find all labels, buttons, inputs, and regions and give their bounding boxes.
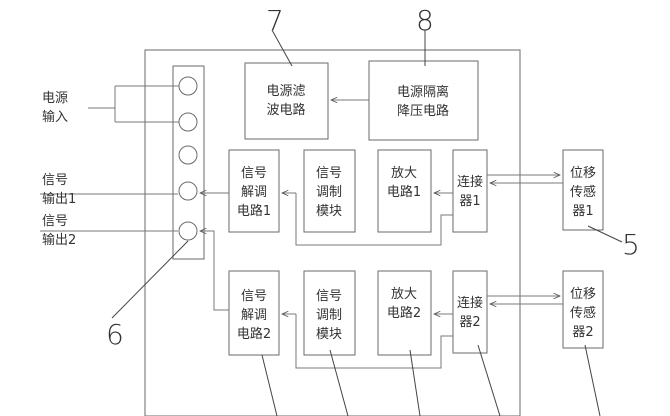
amp-1-label-l2: 电路1 [387,184,421,200]
amp-1-label-l1: 放大 [391,166,417,181]
terminal-2 [178,112,198,132]
power-input-label-l2: 输入 [42,109,68,125]
sensor-2-label-l2: 传感 [570,305,596,321]
ref-number-7: 7 [266,4,284,37]
amp-2-block [377,270,432,356]
filter-label-l2: 波电路 [266,102,305,118]
terminal-5 [178,221,198,241]
connector-1-label-l1: 连接 [457,174,483,190]
signal-output-2-label-l1: 信号 [42,214,68,229]
leader-lines [111,29,623,416]
amp-1-block [377,149,432,233]
demod-1-block [228,149,280,233]
sensor-1-block [562,149,604,231]
power-input-wiring [88,85,179,123]
connector-2-label-l1: 连接 [457,295,483,311]
sensor-1-label-l3: 器1 [572,204,593,219]
ref-number-6: 6 [106,318,124,351]
signal-output-1-label-l2: 输出1 [42,191,76,207]
amp-2-label-l1: 放大 [391,287,417,302]
mod-1-label-l3: 模块 [316,204,342,219]
signal-output-2-label-l2: 输出2 [42,232,76,248]
connector-1-block [452,149,488,233]
channel-1-wiring [200,175,563,246]
ref-number-8: 8 [416,4,434,37]
sensor-2-block [562,270,604,349]
mod-2-label-l1: 信号 [316,289,342,304]
demod-1-label-l1: 信号 [241,166,267,181]
terminal-1 [178,76,198,96]
sensor-2-label-l1: 位移 [570,287,596,302]
mod-1-block [303,149,356,233]
signal-output-1-label-l1: 信号 [42,173,68,188]
mod-1-label-l2: 调制 [316,185,342,200]
demod-2-label-l1: 信号 [241,289,267,304]
mod-2-label-l2: 调制 [316,308,342,323]
terminal-4 [178,181,198,201]
channel-2-wiring [200,231,563,369]
sensor-1-label-l1: 位移 [570,166,596,181]
power-filter-block [244,62,329,140]
sensor-2-label-l3: 器2 [572,325,593,340]
mod-2-block [303,270,356,356]
demod-2-block [228,270,280,356]
isolation-label-l2: 降压电路 [397,103,449,119]
connector-2-label-l2: 器2 [459,315,480,330]
power-input-label-l1: 电源 [42,91,68,106]
terminal-3 [178,145,198,165]
demod-1-label-l2: 解调 [241,185,267,200]
demod-1-label-l3: 电路1 [237,203,271,219]
demod-2-label-l2: 解调 [241,308,267,323]
demod-2-label-l3: 电路2 [237,326,271,342]
mod-2-label-l3: 模块 [316,327,342,342]
sensor-1-label-l2: 传感 [570,184,596,200]
filter-label-l1: 电源滤 [266,84,305,99]
connector-1-label-l2: 器1 [459,194,480,209]
connector-2-block [452,270,488,354]
amp-2-label-l2: 电路2 [387,305,421,321]
isolation-label-l1: 电源隔离 [397,84,449,100]
power-isolation-block [368,60,479,141]
mod-1-label-l1: 信号 [316,166,342,181]
ref-number-5: 5 [622,228,640,261]
